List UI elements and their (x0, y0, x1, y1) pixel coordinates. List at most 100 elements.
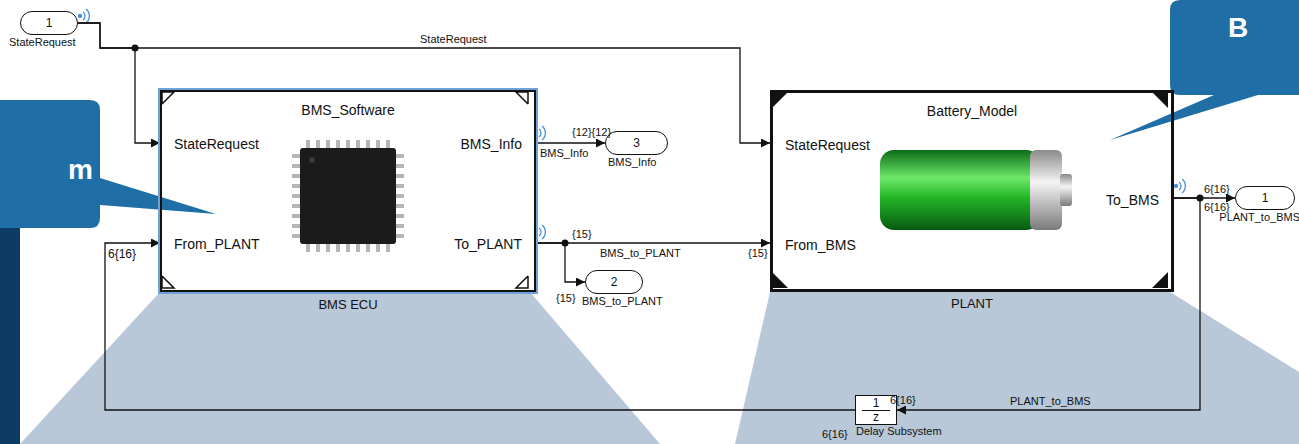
chip-pin (316, 243, 320, 252)
port-name: BMS_to_PLANT (582, 295, 663, 308)
port-number: 2 (586, 275, 642, 289)
chip-pin (346, 243, 350, 252)
signal-line (536, 142, 605, 143)
port-number: 1 (1236, 191, 1294, 205)
chip-pin (356, 243, 360, 252)
port-label: To_PLANT (454, 236, 522, 253)
signal-dimension: {12}{12} (572, 126, 611, 139)
port-label: BMS_Info (461, 136, 522, 153)
block-corners (162, 92, 528, 288)
chip-pin (292, 204, 301, 208)
signal-label: PLANT_to_BMS (1010, 395, 1091, 408)
signal-dimension: {15} (572, 228, 592, 241)
branch-point (1197, 195, 1204, 202)
chip-pin (386, 243, 390, 252)
block-name: BMS ECU (162, 297, 534, 312)
chip-pin (292, 184, 301, 188)
chip-pin (395, 204, 404, 208)
chip-pin (356, 140, 360, 149)
port-label: From_PLANT (174, 236, 260, 253)
port-label: To_BMS (1106, 192, 1159, 209)
fraction-bar (862, 410, 890, 411)
frame-strip (0, 228, 20, 444)
chip-pin (292, 224, 301, 228)
chip-pin (395, 184, 404, 188)
port-number: 1 (21, 16, 77, 30)
zoom-projection (735, 292, 1299, 444)
signal-line (536, 243, 585, 282)
chip-pin (395, 154, 404, 158)
chip-pin (306, 140, 310, 149)
chip-pin (395, 164, 404, 168)
outport-block: 2BMS_to_PLANT (585, 270, 643, 294)
chip-pin (316, 140, 320, 149)
callout (0, 100, 216, 228)
battery-body (880, 150, 1040, 230)
port-number: 3 (606, 136, 667, 150)
signal-dimension: 6{16} (108, 247, 136, 261)
chip-pin (376, 140, 380, 149)
chip-pin (386, 140, 390, 149)
zoom-projection (20, 292, 660, 444)
chip-pin (376, 243, 380, 252)
chip-pin (395, 224, 404, 228)
block-title: Battery_Model (773, 103, 1171, 120)
outport-block: 1PLANT_to_BMS (1235, 186, 1295, 210)
chip-pin (292, 174, 301, 178)
block-corners (772, 92, 1168, 288)
port-label: StateRequest (174, 136, 259, 153)
signal-dimension: {15} (748, 247, 768, 260)
chip-pin (326, 140, 330, 149)
subsystem-block: BMS_SoftwareStateRequestFrom_PLANTBMS_In… (160, 90, 536, 292)
log-icon (79, 9, 1186, 239)
chip-dot (309, 157, 315, 163)
chip-pin (366, 243, 370, 252)
port-label: From_BMS (785, 237, 856, 254)
chip-body (300, 148, 396, 244)
chip-pin (336, 243, 340, 252)
block-name: PLANT (773, 296, 1171, 311)
battery-cap (1030, 150, 1062, 230)
chip-pin (306, 243, 310, 252)
block-name: Delay Subsystem (856, 425, 942, 438)
chip-pin (336, 140, 340, 149)
chip-pin (395, 194, 404, 198)
signal-line (897, 198, 1200, 410)
port-label: StateRequest (785, 137, 870, 154)
port-name: PLANT_to_BMS (1219, 211, 1299, 224)
signal-dimension: 6{16} (890, 394, 916, 407)
port-name: StateRequest (9, 36, 76, 49)
branch-point (132, 45, 139, 52)
signal-label: StateRequest (420, 33, 487, 46)
battery-terminal (1060, 174, 1072, 206)
chip-pins (292, 140, 404, 252)
chip-pin (395, 234, 404, 238)
chip-pin (366, 140, 370, 149)
signal-dimension: {15} (556, 292, 576, 305)
signal-dimension: 6{16} (822, 428, 848, 441)
chip-pin (292, 164, 301, 168)
chip-pin (326, 243, 330, 252)
gain-text: z (856, 410, 896, 424)
signal-line (105, 243, 855, 410)
signal-label: BMS_Info (540, 147, 588, 160)
callout-text: B (1228, 12, 1248, 44)
signal-line (78, 23, 770, 143)
chip-pin (395, 174, 404, 178)
chip-pin (395, 214, 404, 218)
signal-line (78, 23, 160, 143)
chip-pin (292, 154, 301, 158)
chip-pin (292, 234, 301, 238)
subsystem-block: Battery_ModelStateRequestFrom_BMSTo_BMSP… (770, 90, 1174, 292)
chip-pin (292, 214, 301, 218)
chip-pin (346, 140, 350, 149)
signal-dimension: 6{16} (1204, 183, 1230, 196)
signal-line (536, 242, 770, 243)
signal-dimension: 6{16} (1204, 201, 1230, 214)
callout-text: m (68, 154, 93, 186)
outport-block: 3BMS_Info (605, 131, 668, 155)
branch-point (562, 240, 569, 247)
